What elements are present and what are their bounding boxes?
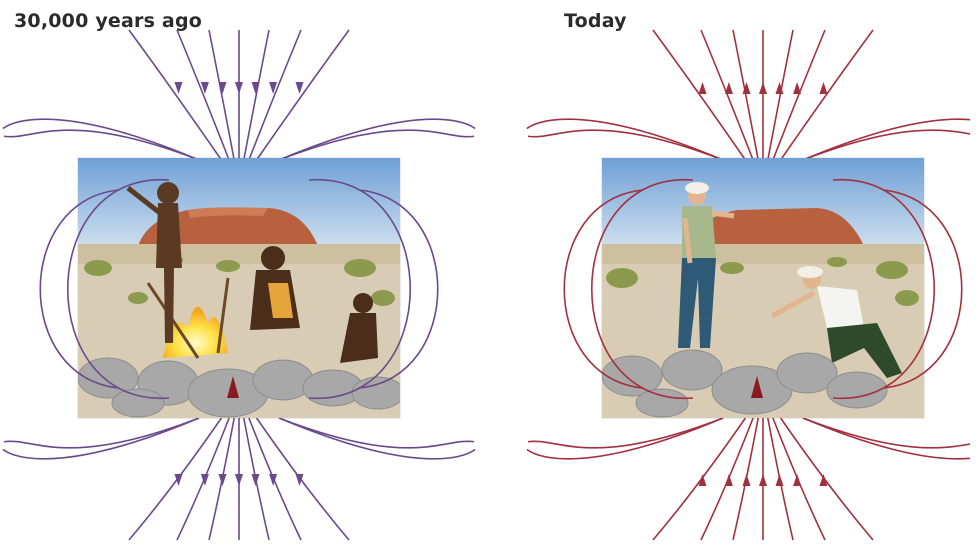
field-arrow	[793, 82, 801, 94]
field-line	[4, 130, 199, 160]
field-arrow	[296, 474, 304, 486]
campfire-illustration	[78, 158, 400, 418]
field-line	[527, 418, 723, 459]
field-line	[3, 418, 199, 459]
field-line	[803, 418, 970, 448]
field-line	[803, 418, 970, 459]
ancient-campfire-scene	[78, 158, 400, 418]
field-line	[528, 418, 723, 448]
field-arrow	[175, 474, 183, 486]
field-arrow	[793, 474, 801, 486]
panel-today: Today	[490, 0, 970, 545]
field-arrow	[743, 474, 751, 486]
modern-researchers-scene	[602, 158, 924, 418]
field-arrow	[820, 82, 828, 94]
field-arrow	[699, 82, 707, 94]
field-arrow	[175, 82, 183, 94]
researchers-illustration	[602, 158, 924, 418]
field-line	[279, 130, 474, 160]
field-line	[3, 119, 199, 160]
field-arrow	[219, 474, 227, 486]
field-line	[4, 418, 199, 448]
panel-30000-years-ago: 30,000 years ago	[0, 0, 480, 545]
field-arrow	[776, 474, 784, 486]
field-arrow	[820, 474, 828, 486]
field-arrow	[296, 82, 304, 94]
field-arrow	[252, 474, 260, 486]
field-arrow	[759, 82, 767, 94]
field-line	[527, 119, 723, 160]
field-line	[803, 119, 970, 160]
field-arrow	[725, 82, 733, 94]
field-line	[279, 119, 475, 160]
field-arrow	[725, 474, 733, 486]
field-arrow	[235, 82, 243, 94]
field-line	[528, 130, 723, 160]
field-arrow	[699, 474, 707, 486]
field-arrow	[235, 474, 243, 486]
field-arrow	[759, 474, 767, 486]
field-line	[279, 418, 475, 459]
field-line	[803, 130, 970, 160]
field-line	[279, 418, 474, 448]
